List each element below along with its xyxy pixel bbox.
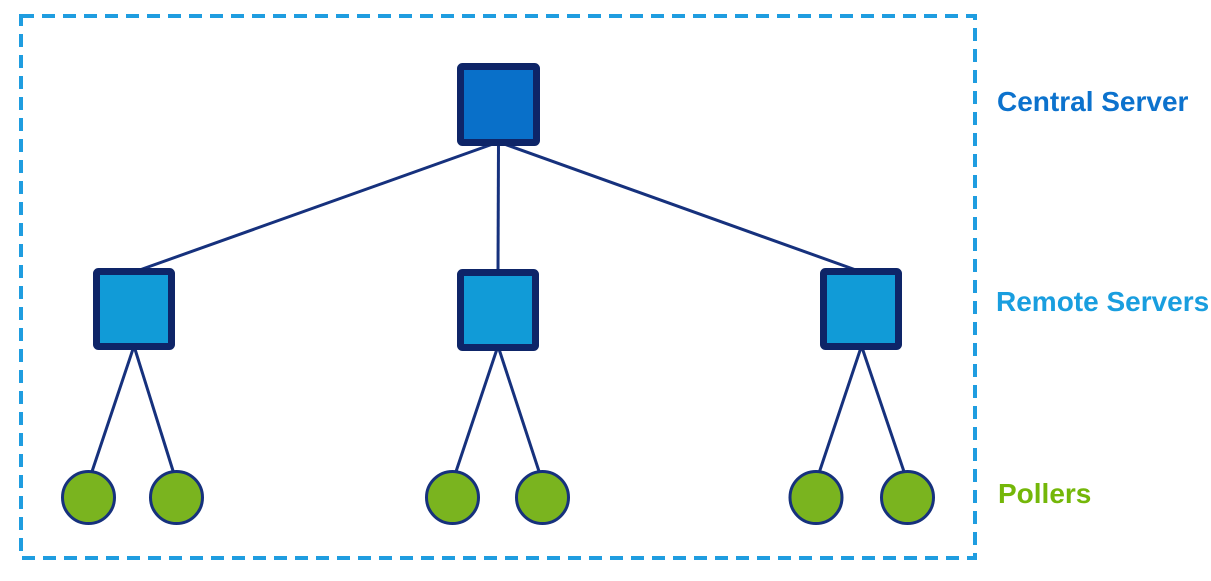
connector-central-to-remote-3: [497, 140, 863, 274]
poller-node-2: [149, 470, 204, 525]
poller-node-3: [425, 470, 480, 525]
remote-server-node-2: [457, 269, 539, 351]
connector-remote1-to-poller-2: [132, 345, 178, 483]
dashed-boundary: [19, 14, 977, 560]
connector-remote1-to-poller-1: [87, 345, 136, 483]
connector-central-to-remote-2: [496, 141, 500, 273]
poller-node-4: [515, 470, 570, 525]
remote-servers-label: Remote Servers: [996, 286, 1210, 317]
connector-remote3-to-poller-1: [814, 345, 863, 483]
central-server-label: Central Server: [997, 86, 1189, 117]
poller-node-5: [788, 470, 844, 525]
poller-node-6: [880, 470, 935, 525]
connector-remote2-to-poller-1: [451, 345, 500, 483]
central-server-node: [457, 63, 540, 146]
remote-server-node-1: [93, 268, 175, 350]
connector-remote3-to-poller-2: [860, 345, 909, 483]
connector-remote2-to-poller-2: [496, 345, 544, 483]
poller-node-1: [61, 470, 116, 525]
remote-server-node-3: [820, 268, 902, 350]
pollers-label: Pollers: [998, 478, 1092, 509]
connector-central-to-remote-1: [133, 140, 500, 274]
